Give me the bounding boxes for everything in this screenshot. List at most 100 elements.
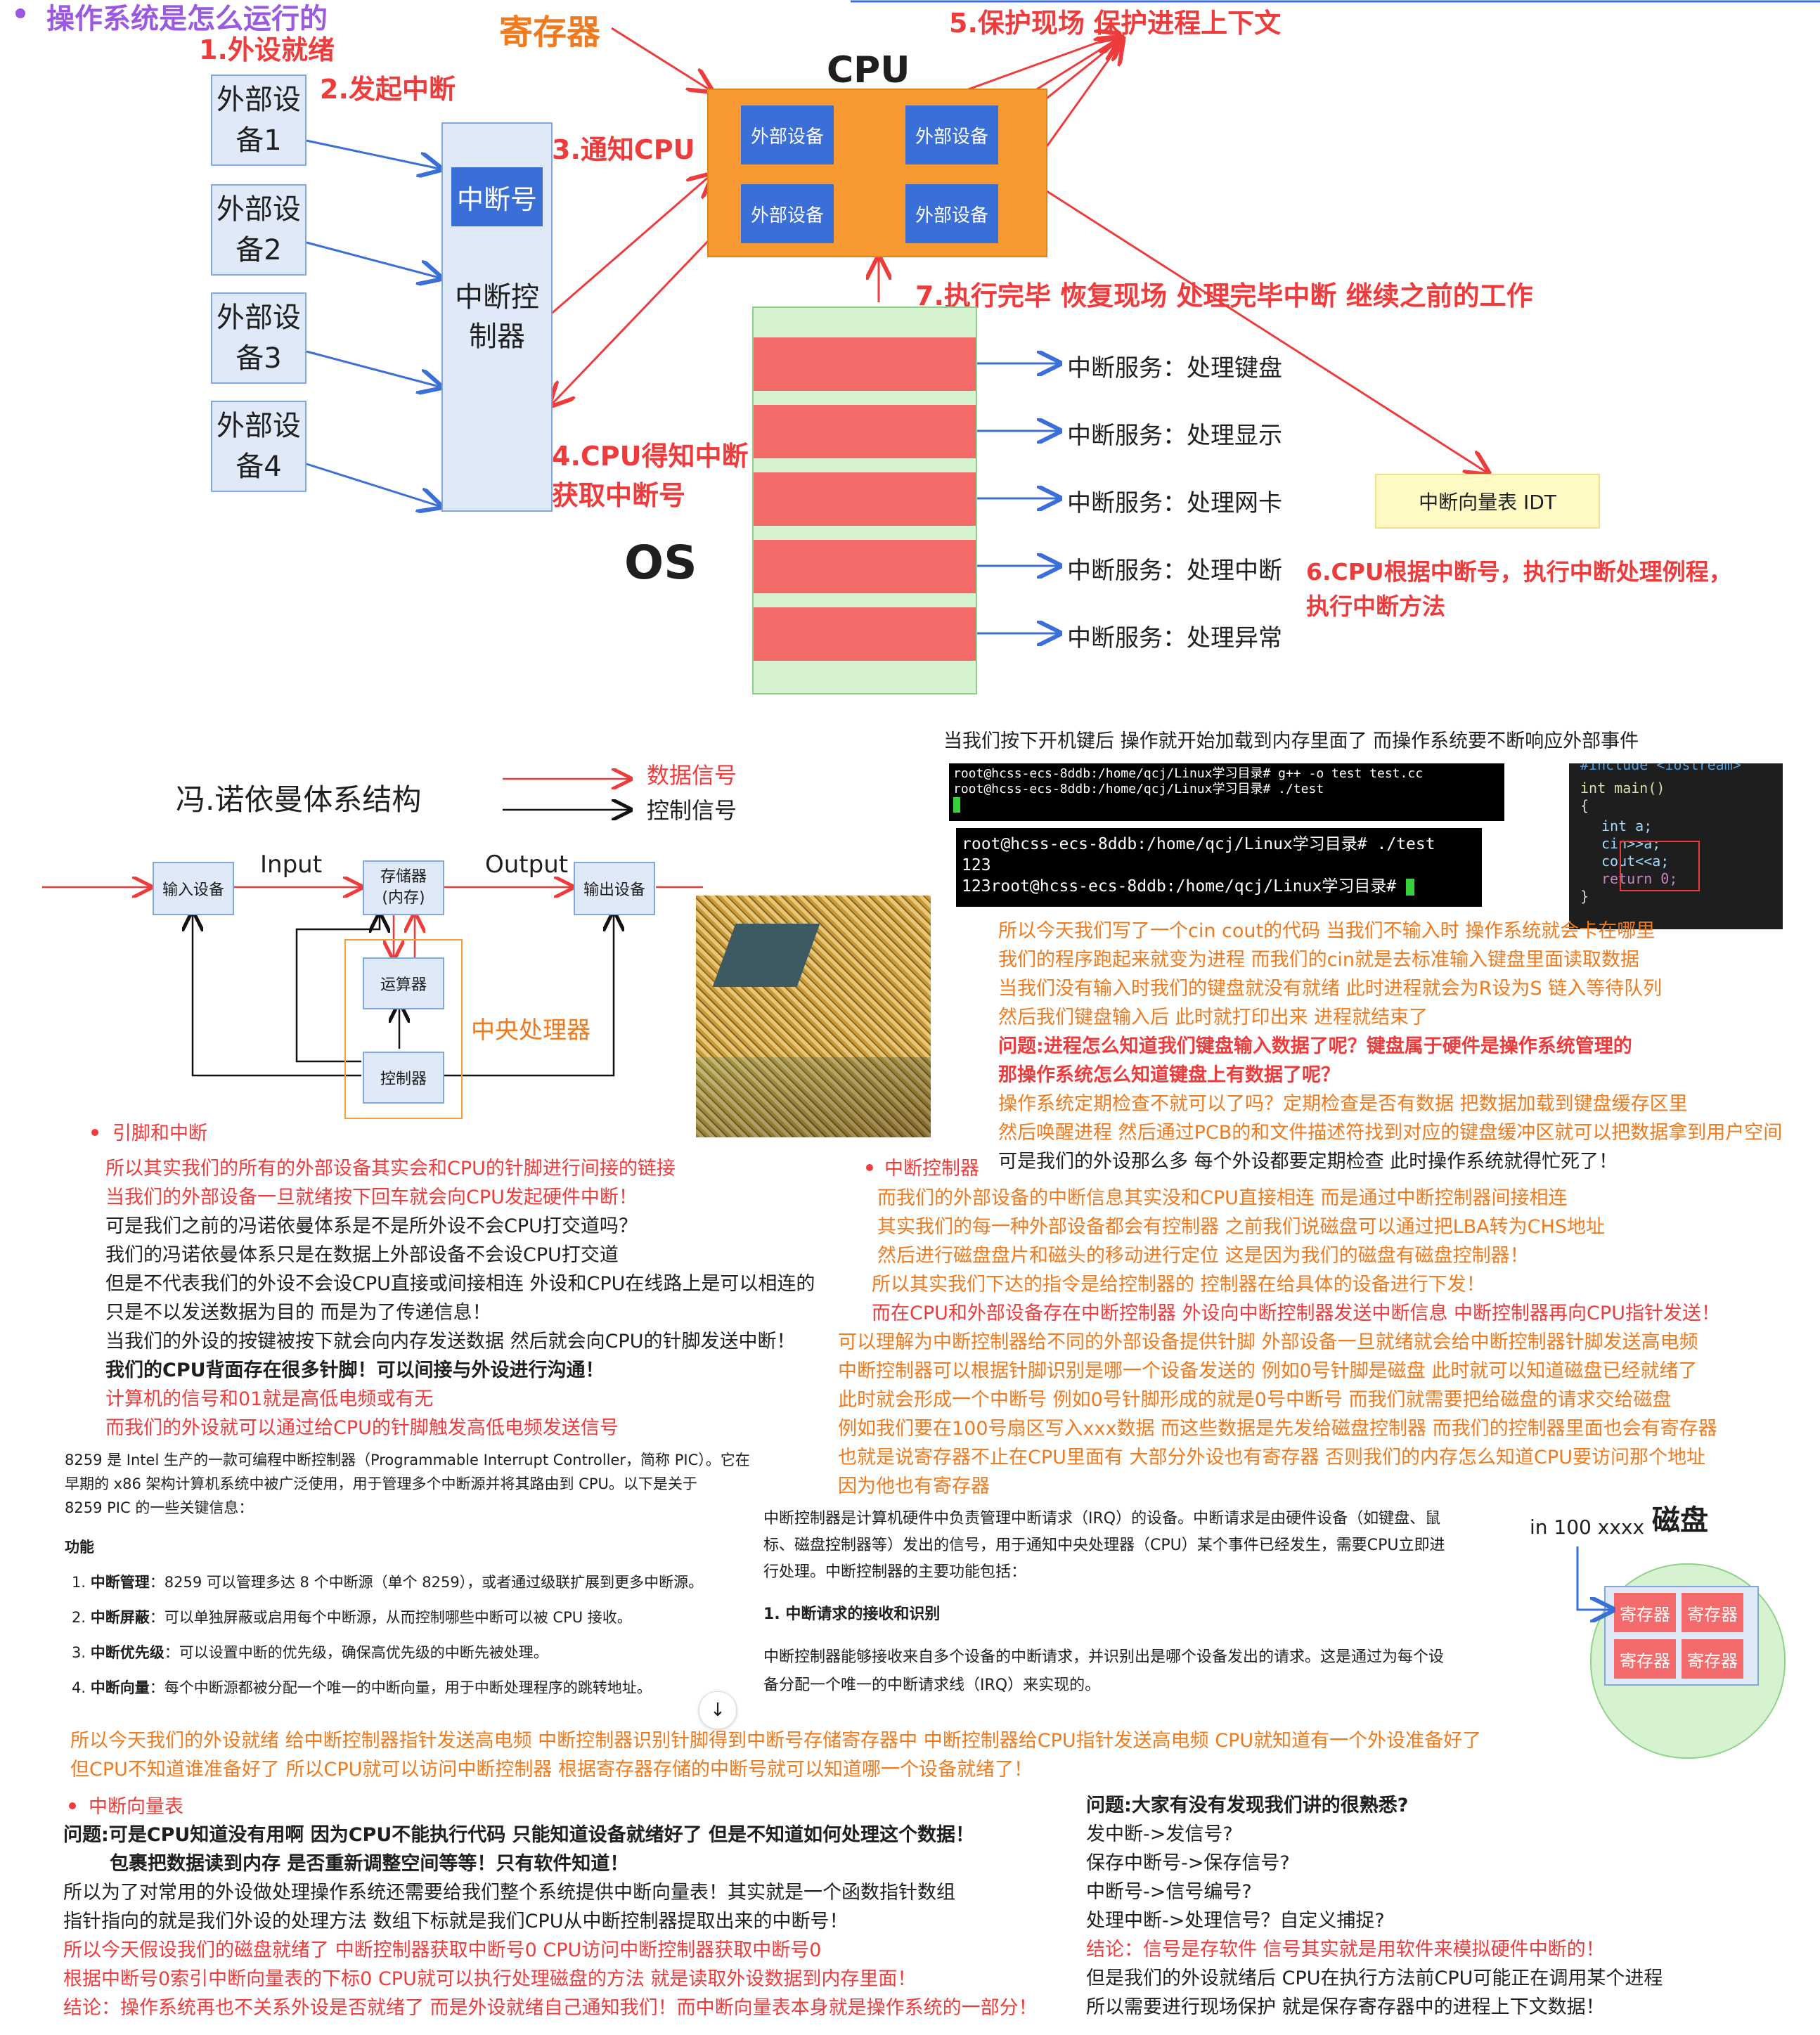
code-line-5: cin>>a; — [1601, 835, 1661, 852]
code-line-3: { — [1580, 797, 1589, 814]
disk-title: 磁盘 — [1652, 1504, 1708, 1537]
disk-arrow — [1576, 1546, 1624, 1624]
cpu-cell-3: 外部设备 — [741, 184, 834, 243]
pic-item-4-num: 4. — [72, 1679, 86, 1696]
ctrl-line-4: 所以其实我们下达的指令是给控制器的 控制器在给具体的设备进行下发！ — [872, 1274, 1485, 1296]
pins-line-9: 计算机的信号和01就是高低电频或有无 — [105, 1388, 434, 1410]
ivt-line-5: 所以今天假设我们的磁盘就绪了 中断控制器获取中断号0 CPU访问中断控制器获取中… — [63, 1939, 822, 1961]
right-line-2: 我们的程序跑起来就变为进程 而我们的cin就是去标准输入键盘里面读取数据 — [998, 949, 1640, 971]
right-line-4: 然后我们键盘输入后 此时就打印出来 进程就结束了 — [998, 1007, 1428, 1028]
code-line-6: cout<<a; — [1601, 853, 1670, 870]
ctrl-line-10: 也就是说寄存器不止在CPU里面有 大部分外设也有寄存器 否则我们的内存怎么知道C… — [838, 1447, 1705, 1468]
os-table-row-1 — [754, 337, 976, 391]
right-intro-text: 当我们按下开机键后 操作就开始加载到内存里面了 而操作系统要不断响应外部事件 — [943, 730, 1639, 752]
interrupt-controller: 中断号 中断控 制器 — [441, 122, 553, 512]
device-1-line2: 备1 — [235, 124, 282, 157]
ctrl-line-8: 此时就会形成一个中断号 例如0号针脚形成的就是0号中断号 而我们就需要把给磁盘的… — [838, 1389, 1672, 1411]
pic-item-4-key: 中断向量 — [90, 1679, 150, 1696]
pins-text: 所以其实我们的所有的外部设备其实会和CPU的针脚进行间接的链接 当我们的外部设备… — [105, 1154, 815, 1442]
pins-line-5: 但是不代表我们的外设不会设CPU直接或间接相连 外设和CPU在线路上是可以相连的 — [105, 1273, 815, 1295]
right-line-7: 操作系统定期检查不就可以了吗？定期检查是否有数据 把数据加载到键盘缓存区里 — [998, 1093, 1688, 1115]
pic-item-2-num: 2. — [72, 1609, 86, 1626]
os-table-row-4 — [754, 540, 976, 593]
legend-data-signal: 数据信号 — [647, 762, 737, 789]
terminal-1-line1: root@hcss-ecs-8ddb:/home/qcj/Linux学习目录# … — [953, 766, 1424, 781]
ctrl-line-9: 例如我们要在100号扇区写入xxx数据 而这些数据是先发给磁盘控制器 而我们的控… — [838, 1418, 1717, 1440]
ctrl-line-11: 因为他也有寄存器 — [838, 1475, 990, 1497]
code-line-4: int a; — [1601, 818, 1653, 834]
cpu-cell-1: 外部设备 — [741, 105, 834, 164]
memory-line2: (内存) — [382, 889, 425, 907]
cpu-frame — [344, 939, 463, 1119]
memory-box: 存储器 (内存) — [363, 860, 444, 915]
device-4-line2: 备4 — [235, 451, 282, 483]
scroll-down-button[interactable]: ↓ — [699, 1691, 737, 1729]
step3-label: 3.通知CPU — [552, 134, 695, 165]
signals-text: 问题:大家有没有发现我们讲的很熟悉? 发中断->发信号? 保存中断号->保存信号… — [1086, 1791, 1663, 2022]
pic-item-4: 4. 中断向量：每个中断源都被分配一个唯一的中断向量，用于中断处理程序的跳转地址… — [65, 1676, 740, 1700]
controller-label-line1: 中断控 — [455, 281, 539, 314]
os-table-row-2 — [754, 405, 976, 458]
bullet-dot — [15, 8, 25, 18]
summary-text: 所以今天我们的外设就绪 给中断控制器指针发送高电频 中断控制器识别针脚得到中断号… — [70, 1726, 1481, 1784]
ic-sub-1: 中断控制器能够接收来自多个设备的中断请求，并识别出是哪个设备发出的请求。这是通过… — [763, 1648, 1445, 1666]
right-line-1: 所以今天我们写了一个cin cout的代码 当我们不输入时 操作系统就会卡在哪里 — [998, 920, 1656, 942]
ivt-line-1: 问题:可是CPU知道没有用啊 因为CPU不能执行代码 只能知道设备就绪好了 但是… — [63, 1824, 975, 1846]
terminal-2-line2: 123 — [962, 856, 991, 874]
terminal-2-cursor — [1406, 878, 1415, 896]
os-table-row-3 — [754, 472, 976, 526]
pic-item-2-text: ：可以单独屏蔽或启用每个中断源，从而控制哪些中断可以被 CPU 接收。 — [149, 1609, 632, 1626]
step4-label-line1: 4.CPU得知中断 — [552, 441, 749, 472]
pins-line-10: 而我们的外设就可以通过给CPU的针脚触发高低电频发送信号 — [105, 1417, 619, 1439]
device-3-line1: 外部设 — [217, 302, 301, 334]
os-table-row-5 — [754, 607, 976, 661]
von-neumann-title: 冯.诺依曼体系结构 — [176, 782, 422, 817]
cpu-cell-2: 外部设备 — [905, 105, 998, 164]
pins-line-4: 我们的冯诺依曼体系只是在数据上外部设备不会设CPU打交道 — [105, 1244, 619, 1266]
device-3-line2: 备3 — [235, 342, 282, 375]
ivt-line-3: 所以为了对常用的外设做处理操作系统还需要给我们整个系统提供中断向量表！其实就是一… — [63, 1882, 955, 1904]
ic-sub-title: 1. 中断请求的接收和识别 — [763, 1606, 941, 1623]
alu-box: 运算器 — [363, 957, 444, 1009]
pic-item-1: 1. 中断管理：8259 可以管理多达 8 个中断源（单个 8259），或者通过… — [65, 1570, 740, 1594]
arrow-down-icon: ↓ — [710, 1700, 725, 1721]
code-highlight-box — [1620, 841, 1700, 891]
sig-line-3: 保存中断号->保存信号? — [1086, 1852, 1290, 1874]
ivt-line-6: 根据中断号0索引中断向量表的下标0 CPU就可以执行处理磁盘的方法 就是读取外设… — [63, 1968, 917, 1990]
terminal-1: root@hcss-ecs-8ddb:/home/qcj/Linux学习目录# … — [949, 763, 1504, 821]
pins-line-2: 当我们的外部设备一旦就绪按下回车就会向CPU发起硬件中断！ — [105, 1187, 638, 1208]
register-label: 寄存器 — [499, 13, 601, 52]
sig-line-1: 问题:大家有没有发现我们讲的很熟悉? — [1086, 1795, 1409, 1816]
code-line-8: } — [1580, 888, 1589, 905]
cpu-cell-4: 外部设备 — [905, 184, 998, 243]
memory-line1: 存储器 — [380, 868, 427, 886]
summary-line-1: 所以今天我们的外设就绪 给中断控制器指针发送高电频 中断控制器识别针脚得到中断号… — [70, 1730, 1482, 1752]
controller-label-line2: 制器 — [469, 321, 525, 353]
os-service-table — [752, 306, 977, 695]
step7-label: 7.执行完毕 恢复现场 处理完毕中断 继续之前的工作 — [915, 280, 1533, 311]
disk-note: in 100 xxxx — [1530, 1516, 1645, 1539]
sig-line-4: 中断号->信号编号? — [1086, 1881, 1252, 1903]
step6-label-line1: 6.CPU根据中断号，执行中断处理例程， — [1306, 558, 1732, 586]
input-device-box: 输入设备 — [153, 862, 234, 915]
service-exception: 中断服务：处理异常 — [1067, 624, 1282, 652]
pic-item-3: 3. 中断优先级：可以设置中断的优先级，确保高优先级的中断先被处理。 — [65, 1641, 740, 1665]
von-neumann-lines — [42, 738, 703, 1077]
cpu-die — [712, 924, 820, 987]
pic-item-2: 2. 中断屏蔽：可以单独屏蔽或启用每个中断源，从而控制哪些中断可以被 CPU 接… — [65, 1606, 740, 1629]
control-unit-box: 控制器 — [363, 1052, 444, 1104]
pic-item-4-text: ：每个中断源都被分配一个唯一的中断向量，用于中断处理程序的跳转地址。 — [149, 1679, 652, 1696]
pic-intro-1: 8259 是 Intel 生产的一款可编程中断控制器（Programmable … — [65, 1452, 750, 1468]
sig-line-5: 处理中断->处理信号？自定义捕捉? — [1086, 1910, 1385, 1932]
controller-bullet: 中断控制器 — [884, 1158, 979, 1180]
pic-item-2-key: 中断屏蔽 — [90, 1609, 150, 1626]
disk-register-1: 寄存器 — [1614, 1593, 1676, 1632]
step5-label: 5.保护现场 保护进程上下文 — [949, 8, 1282, 39]
device-box-2: 外部设备2 — [211, 184, 306, 276]
code-line-1: #include <iostream> — [1580, 763, 1741, 773]
pins-bullet: 引脚和中断 — [112, 1123, 207, 1144]
device-4-line1: 外部设 — [217, 410, 301, 442]
output-label: Output — [485, 851, 569, 879]
ic-desc-3: 行处理。中断控制器的主要功能包括： — [763, 1563, 1027, 1581]
service-nic: 中断服务：处理网卡 — [1067, 489, 1282, 517]
